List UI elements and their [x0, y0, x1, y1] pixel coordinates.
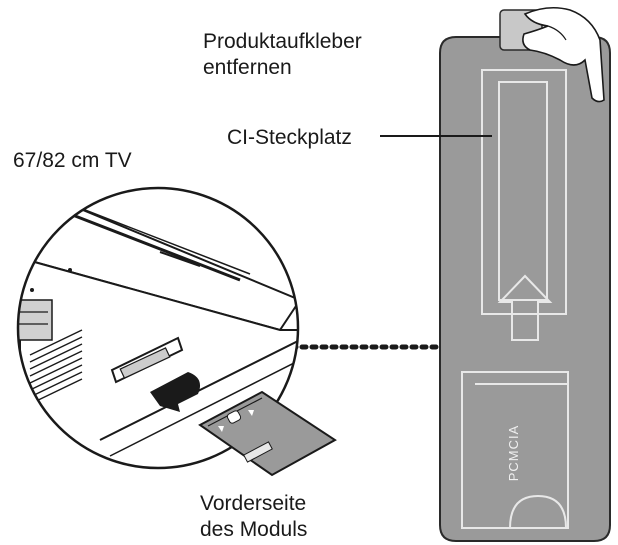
pcmcia-card-text: PCMCIA [506, 424, 521, 482]
detail-circle-outline [16, 186, 300, 470]
ci-slot-inner [498, 81, 548, 301]
module-front-label: Vorderseite des Moduls [200, 491, 307, 543]
insert-arrow [497, 274, 553, 341]
ci-module-card [198, 390, 337, 477]
ci-slot-outer [481, 69, 567, 315]
remove-sticker-label-line1: Produktaufkleber [203, 30, 362, 53]
tv-size-label: 67/82 cm TV [13, 149, 132, 172]
card-area [461, 371, 569, 529]
card-notch [509, 494, 567, 529]
hand-icon [499, 6, 605, 103]
module-front-label-line2: des Moduls [200, 518, 308, 541]
remove-sticker-label-line2: entfernen [203, 56, 292, 79]
module-front-label-line1: Vorderseite [200, 492, 307, 515]
ci-module-panel [439, 6, 611, 542]
ci-slot-label: CI-Steckplatz [227, 126, 352, 149]
panel-body [439, 36, 611, 542]
remove-sticker-label: Produktaufkleber entfernen [203, 29, 362, 81]
